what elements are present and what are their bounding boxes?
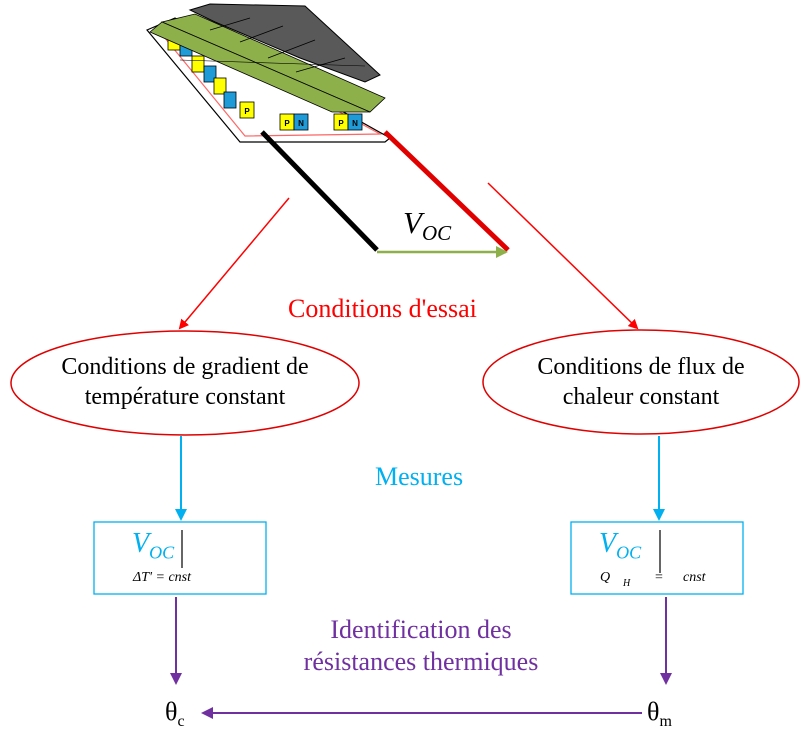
arrow-to-left-condition [178,197,290,330]
leg-label: N [298,119,304,128]
leg-label: N [352,119,358,128]
leg-label: P [284,119,290,128]
right-measure-eq: = [655,570,663,585]
arrow-to-right-condition [487,182,639,330]
left-measure-box [93,521,267,595]
right-measure-voc: VOC [599,528,642,563]
theta-m-label: θm [647,697,672,731]
left-measure-voc: VOC [132,528,175,563]
red-lead-wire [383,130,510,252]
right-measure-box [570,521,744,595]
conditions-title: Conditions d'essai [288,294,477,323]
measures-title: Mesures [375,462,464,491]
right-measure-cnst: cnst [683,570,706,585]
leg-label: P [338,119,344,128]
identification-title: Identification des résistances thermique… [303,615,539,676]
theta-c-label: θc [165,697,185,731]
thermoelectric-module: P P N P N [146,3,392,143]
left-condition-text: Conditions de gradient de température co… [61,354,309,410]
right-condition-ellipse [482,329,800,435]
right-condition-text: Conditions de flux de chaleur constant [537,354,745,410]
leg-label: P [244,107,250,116]
voc-label: VOC [403,205,452,246]
left-measure-condition: ΔT' = cnst [133,570,191,585]
left-condition-ellipse [10,330,360,436]
right-measure-q: Q [600,570,611,585]
right-measure-h: H [623,578,631,589]
black-lead-wire [260,130,379,252]
